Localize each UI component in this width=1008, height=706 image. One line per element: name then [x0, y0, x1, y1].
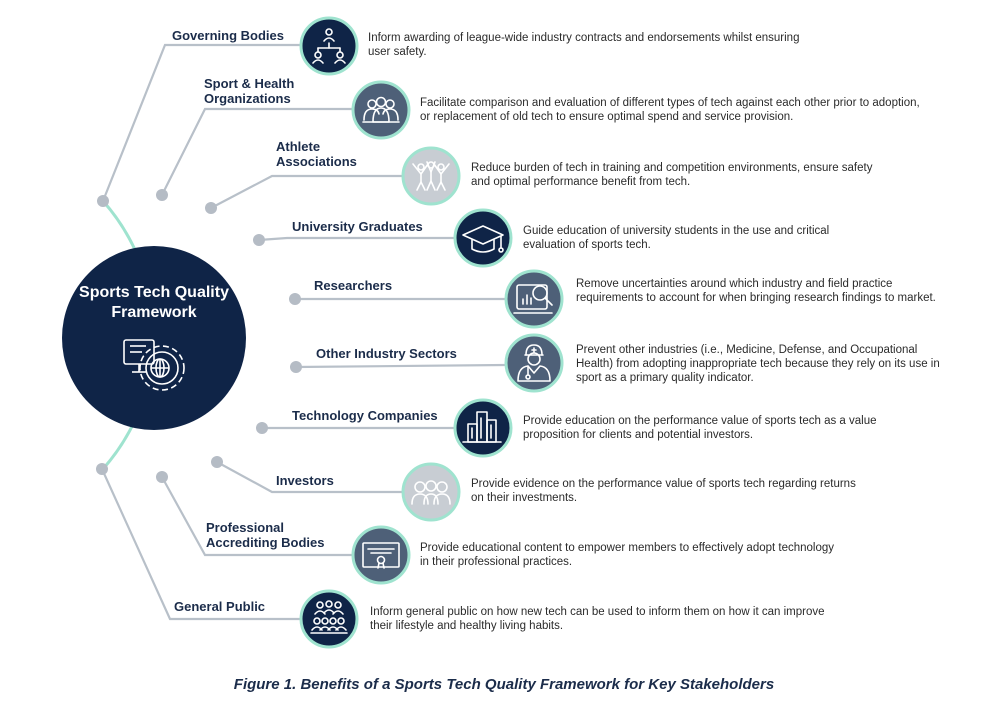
arc-node [253, 234, 265, 246]
icon-circle-other-industry [504, 333, 564, 393]
stakeholder-label-researchers: Researchers [314, 278, 393, 293]
connector-governing-bodies [101, 43, 300, 202]
stakeholder-description-sport-health: Facilitate comparison and evaluation of … [420, 97, 920, 123]
icon-circle-professional-accrediting [351, 525, 411, 585]
hierarchy-icon [312, 28, 346, 64]
stakeholder-label-general-public: General Public [174, 599, 266, 614]
arc-node [156, 471, 168, 483]
arc-node [289, 293, 301, 305]
investors-icon [411, 480, 451, 505]
stakeholder-label-other-industry: Other Industry Sectors [316, 346, 457, 361]
stakeholder-label-professional-accrediting: Professional Accrediting Bodies [206, 520, 325, 550]
graduation-cap-icon [462, 225, 504, 253]
athletes-icon [412, 161, 450, 191]
stakeholder-description-investors: Provide evidence on the performance valu… [471, 478, 856, 504]
stakeholder-description-governing-bodies: Inform awarding of league-wide industry … [368, 32, 800, 58]
arc-node [211, 456, 223, 468]
research-analysis-icon [513, 284, 553, 314]
connector-other-industry [295, 363, 506, 369]
connector-investors [216, 461, 402, 494]
stakeholder-description-university-graduates: Guide education of university students i… [523, 225, 830, 251]
stakeholder-label-university-graduates: University Graduates [292, 219, 423, 234]
arc-node [156, 189, 168, 201]
icon-circle-technology-companies [453, 398, 513, 458]
arc-node [96, 463, 108, 475]
stakeholder-label-sport-health: Sport & Health Organizations [204, 76, 295, 106]
certificate-icon [362, 542, 400, 569]
connector-sport-health [161, 107, 352, 196]
connector-general-public [100, 468, 300, 621]
connector-athlete-associations [210, 174, 402, 209]
arc-nodes [96, 189, 302, 483]
buildings-icon [462, 411, 502, 443]
stakeholder-description-researchers: Remove uncertainties around which indust… [576, 278, 936, 304]
icon-circle-university-graduates [453, 208, 513, 268]
stakeholder-label-investors: Investors [276, 473, 334, 488]
stakeholder-description-general-public: Inform general public on how new tech ca… [370, 606, 825, 632]
arc-node [256, 422, 268, 434]
connector-university-graduates [258, 236, 454, 242]
arc-node [290, 361, 302, 373]
stakeholder-label-technology-companies: Technology Companies [292, 408, 438, 423]
hub-title: Sports Tech Quality Framework [79, 284, 229, 321]
stakeholder-description-athlete-associations: Reduce burden of tech in training and co… [471, 162, 873, 188]
connector-professional-accrediting [161, 476, 352, 557]
icon-circle-investors [401, 462, 461, 522]
connectors [100, 43, 506, 621]
icon-circle-general-public [299, 589, 359, 649]
stakeholder-label-governing-bodies: Governing Bodies [172, 28, 284, 43]
stakeholder-description-technology-companies: Provide education on the performance val… [523, 415, 877, 441]
framework-hub [62, 246, 246, 430]
stakeholder-description-professional-accrediting: Provide educational content to empower m… [420, 542, 835, 568]
group-icon [362, 96, 400, 123]
arc-node [97, 195, 109, 207]
arc-node [205, 202, 217, 214]
figure-caption: Figure 1. Benefits of a Sports Tech Qual… [233, 676, 775, 693]
icon-circle-researchers [504, 269, 564, 329]
stakeholder-description-other-industry: Prevent other industries (i.e., Medicine… [576, 344, 940, 384]
stakeholder-label-athlete-associations: Athlete Associations [276, 139, 357, 169]
audience-icon [310, 600, 348, 634]
icon-circle-sport-health [351, 80, 411, 140]
doctor-icon [517, 344, 551, 382]
framework-gear-icon [123, 339, 185, 391]
